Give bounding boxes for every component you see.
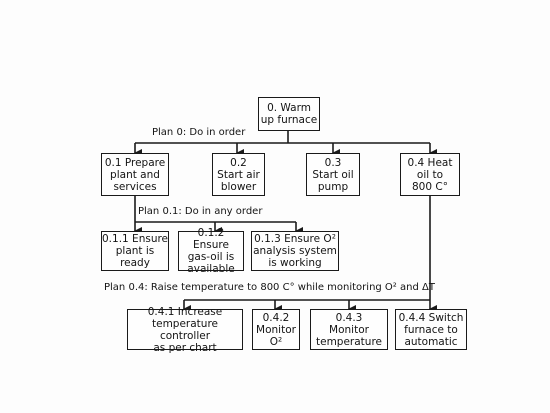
task-box-0-1-3: 0.1.3 Ensure O² analysis system is worki… (251, 231, 339, 271)
plan-0-4-label: Plan 0.4: Raise temperature to 800 C° wh… (104, 282, 435, 293)
plan-0-1-label: Plan 0.1: Do in any order (138, 206, 263, 217)
task-box-0-1-2: 0.1.2 Ensure gas-oil is available (178, 227, 244, 275)
task-box-0-3: 0.3 Start oil pump (306, 153, 360, 196)
task-box-0-4: 0.4 Heat oil to 800 C° (400, 153, 460, 196)
plan-0-label: Plan 0: Do in order (152, 127, 246, 138)
task-box-0-4-1: 0.4.1 Increase temperature controller as… (127, 306, 243, 354)
task-box-0: 0. Warm up furnace (258, 97, 320, 131)
task-box-0-1: 0.1 Prepare plant and services (101, 153, 169, 196)
task-box-0-2: 0.2 Start air blower (212, 153, 265, 196)
task-box-0-4-3: 0.4.3 Monitor temperature (310, 309, 388, 350)
task-box-0-1-1: 0.1.1 Ensure plant is ready (101, 231, 169, 271)
task-box-0-4-2: 0.4.2 Monitor O² (252, 309, 300, 350)
task-box-0-4-4: 0.4.4 Switch furnace to automatic (395, 309, 467, 350)
